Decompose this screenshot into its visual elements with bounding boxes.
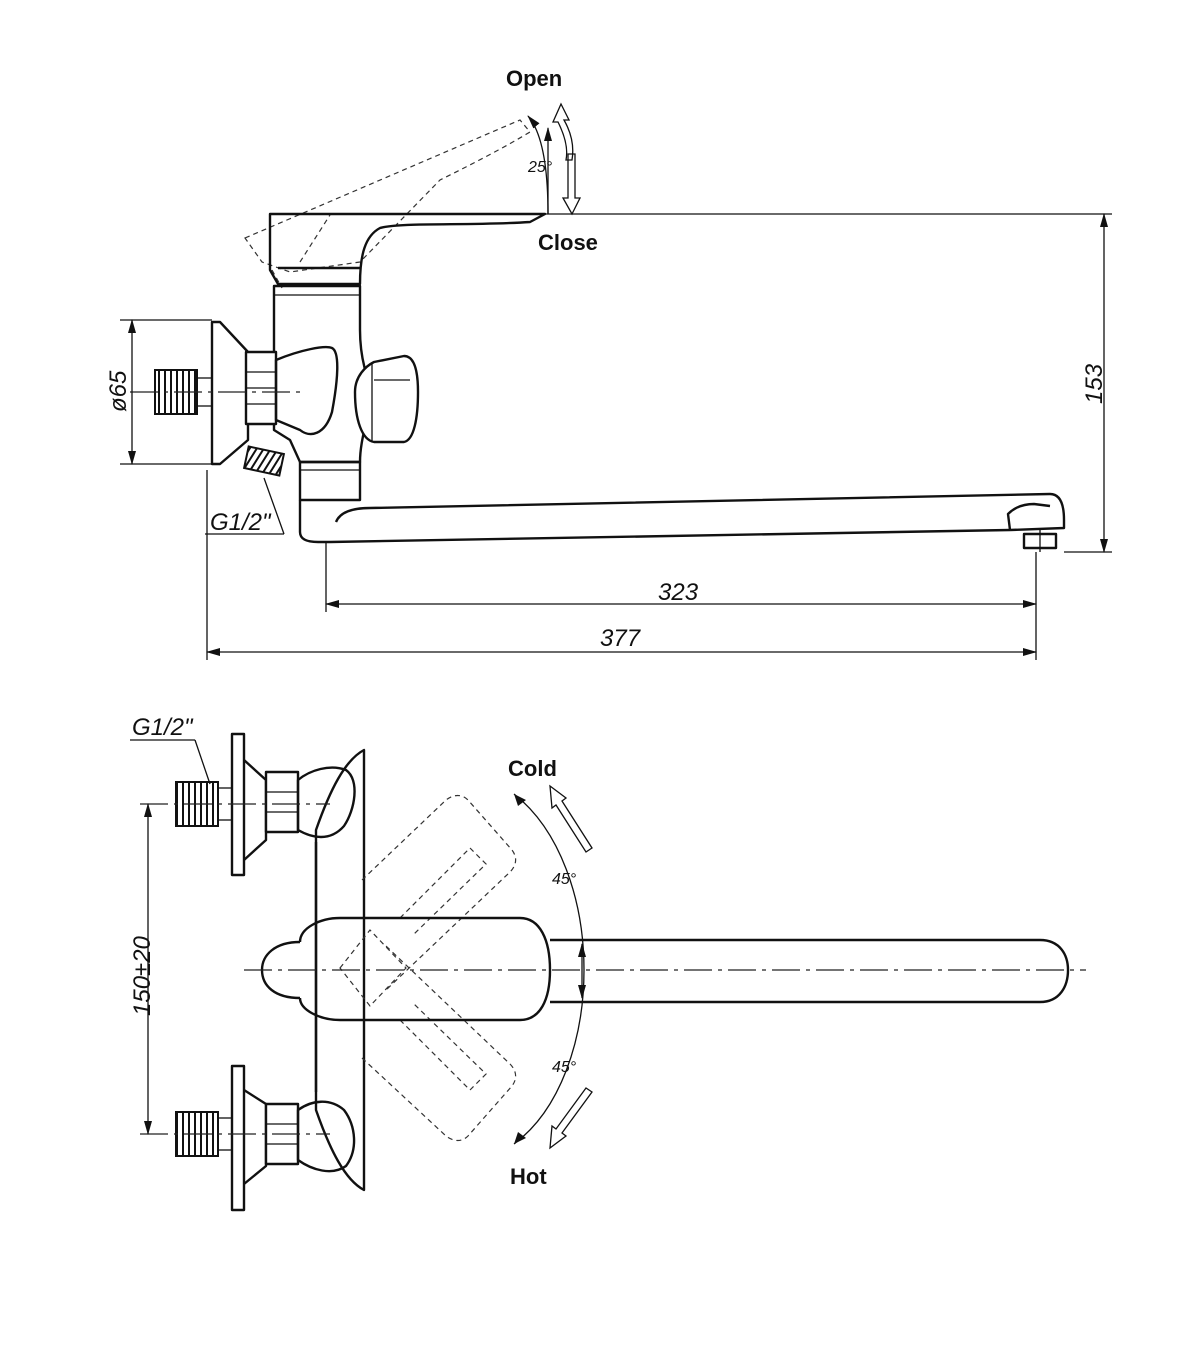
eccentric-connector [130, 320, 339, 466]
open-angle-label: 25° [527, 159, 553, 176]
upper-eccentric [140, 732, 356, 877]
mixer-body [272, 284, 374, 464]
lever-closed [268, 212, 547, 286]
cold-label: Cold [508, 756, 557, 781]
hot-angle-label: 45° [552, 1059, 577, 1076]
height-dimension: 153 [1064, 213, 1112, 553]
overall-length-label: 377 [600, 625, 642, 652]
top-spout [244, 916, 1086, 1022]
diverter-knob [353, 354, 420, 444]
cold-direction-arrow [549, 784, 593, 853]
spacing-dimension: 150±20 [129, 803, 156, 1135]
spout-collar [298, 460, 362, 544]
side-thread-callout: G1/2" [205, 477, 285, 536]
hot-label: Hot [510, 1164, 547, 1189]
spout-length-label: 323 [658, 579, 699, 606]
rotation-arc: 45° 45° [513, 793, 585, 1145]
top-thread-callout: G1/2" [130, 714, 211, 785]
cold-angle-label: 45° [552, 871, 577, 888]
open-angle-indicator: 25° [527, 115, 553, 215]
close-label: Close [538, 230, 598, 255]
top-thread-label: G1/2" [132, 714, 194, 741]
diameter-dimension: ø65 [105, 319, 212, 465]
height-label: 153 [1081, 363, 1108, 404]
side-thread [242, 445, 286, 477]
spout [329, 492, 1066, 552]
spacing-label: 150±20 [129, 935, 156, 1016]
lower-eccentric [140, 1064, 356, 1212]
lever-cold-hot-positions [339, 794, 517, 1142]
hot-direction-arrow [549, 1087, 593, 1150]
diameter-label: ø65 [105, 370, 132, 412]
lever-open-position [244, 119, 531, 289]
top-view: 45° 45° Cold Hot G1/2" 150±20 [129, 714, 1086, 1212]
open-label: Open [506, 66, 562, 91]
spout-length-dimension: 323 [325, 542, 1037, 660]
overall-length-dimension: 377 [206, 470, 1037, 660]
side-thread-label: G1/2" [210, 509, 272, 536]
side-view: 25° Open Close [105, 66, 1112, 660]
open-close-direction-arrows [551, 102, 582, 216]
